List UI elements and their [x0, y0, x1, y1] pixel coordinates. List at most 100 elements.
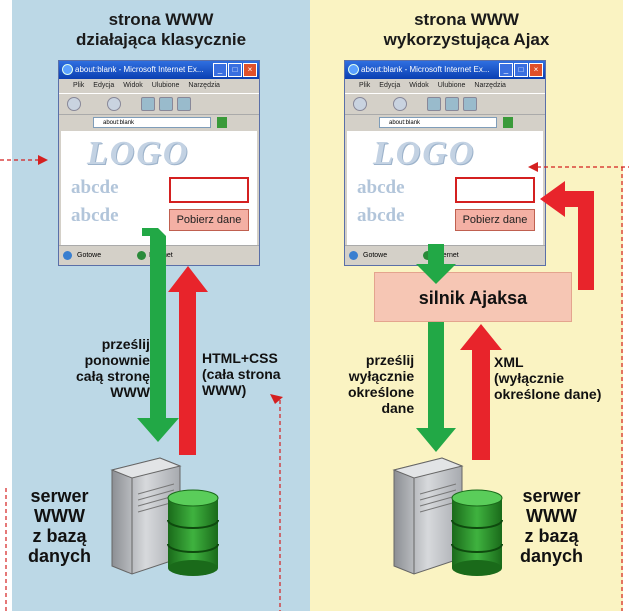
right-database-icon — [451, 489, 503, 576]
browser-addressbar: about:blank — [59, 115, 259, 131]
label-line: danych — [28, 546, 92, 566]
browser-menubar: Plik Edycja Widok Ulubione Narzędzia — [59, 79, 259, 93]
menu-file[interactable]: Plik — [359, 82, 371, 89]
label-line: wyłącznie — [348, 368, 415, 384]
label-line: WWW — [34, 506, 85, 526]
left-request-arrow — [137, 228, 179, 442]
label-line: XML — [494, 354, 524, 370]
label-line: określone dane) — [494, 386, 602, 402]
menu-file[interactable]: Plik — [73, 82, 85, 89]
back-icon[interactable] — [67, 97, 81, 111]
left-dashed-arrowhead — [38, 155, 48, 165]
text-input-box[interactable] — [169, 177, 249, 203]
address-input[interactable]: about:blank — [93, 117, 211, 128]
label-line: (wyłącznie — [494, 370, 565, 386]
home-icon[interactable] — [463, 97, 477, 111]
right-title-line2: wykorzystująca Ajax — [383, 30, 550, 49]
right-dashed-arrowhead — [528, 162, 538, 172]
menu-favorites[interactable]: Ulubione — [151, 82, 180, 89]
label-line: (cała strona — [202, 366, 281, 382]
forward-icon[interactable] — [107, 97, 121, 111]
fetch-data-button[interactable]: Pobierz dane — [169, 209, 249, 231]
browser-content: LOGO abcde abcde Pobierz dane — [61, 131, 257, 245]
browser-toolbar — [59, 93, 259, 115]
label-line: HTML+CSS — [202, 350, 278, 366]
label-line: z bazą — [32, 526, 87, 546]
minimize-icon[interactable]: _ — [499, 63, 513, 77]
browser-titlebar: about:blank - Microsoft Internet Ex... _… — [59, 61, 259, 79]
logo-text: LOGO — [87, 135, 190, 172]
placeholder-text: abcde — [357, 205, 405, 226]
placeholder-text: abcde — [71, 177, 119, 198]
left-request-label: prześlij ponownie całą stronę WWW — [76, 336, 150, 400]
browser-content: LOGO abcde abcde Pobierz dane — [347, 131, 543, 245]
label-line: ponownie — [84, 352, 150, 368]
ie-icon — [62, 64, 73, 75]
browser-menubar: Plik Edycja Widok Ulubione Narzędzia — [345, 79, 545, 93]
menu-tools[interactable]: Narzędzia — [474, 82, 506, 89]
right-response-label: XML (wyłącznie określone dane) — [494, 354, 601, 402]
menu-edit[interactable]: Edycja — [379, 82, 401, 89]
forward-icon[interactable] — [393, 97, 407, 111]
label-line: całą stronę — [76, 368, 150, 384]
left-database-icon — [167, 489, 219, 576]
label-line: prześlij — [365, 352, 415, 368]
status-zone: Internet — [435, 252, 459, 259]
left-server-icon — [110, 457, 182, 575]
ajax-engine-box: silnik Ajaksa — [374, 272, 572, 322]
go-icon[interactable] — [503, 117, 513, 128]
label-line: WWW — [110, 384, 150, 400]
left-browser-window: about:blank - Microsoft Internet Ex... _… — [58, 60, 260, 266]
label-line: prześlij — [101, 336, 150, 352]
go-icon[interactable] — [217, 117, 227, 128]
text-input-box[interactable] — [455, 177, 535, 203]
right-update-arrow — [540, 181, 594, 290]
refresh-icon[interactable] — [445, 97, 459, 111]
page-icon — [63, 251, 72, 260]
internet-icon — [137, 251, 146, 260]
maximize-icon[interactable]: □ — [514, 63, 528, 77]
maximize-icon[interactable]: □ — [228, 63, 242, 77]
menu-view[interactable]: Widok — [409, 82, 429, 89]
close-icon[interactable]: × — [243, 63, 257, 77]
right-browser-window: about:blank - Microsoft Internet Ex... _… — [344, 60, 546, 266]
address-input[interactable]: about:blank — [379, 117, 497, 128]
stop-icon[interactable] — [141, 97, 155, 111]
dashed-guide-lines — [0, 159, 629, 611]
browser-toolbar — [345, 93, 545, 115]
menu-edit[interactable]: Edycja — [93, 82, 115, 89]
back-icon[interactable] — [353, 97, 367, 111]
browser-title-text: about:blank - Microsoft Internet Ex... — [361, 65, 490, 74]
minimize-icon[interactable]: _ — [213, 63, 227, 77]
right-title-line1: strona WWW — [414, 10, 519, 29]
browser-title-text: about:blank - Microsoft Internet Ex... — [75, 65, 204, 74]
right-server-label: serwer WWW z bazą danych — [520, 486, 583, 566]
close-icon[interactable]: × — [529, 63, 543, 77]
middle-dashed-arrowhead — [270, 394, 283, 404]
right-request-label: prześlij wyłącznie określone dane — [348, 352, 414, 416]
fetch-data-button[interactable]: Pobierz dane — [455, 209, 535, 231]
refresh-icon[interactable] — [159, 97, 173, 111]
dashed-arrowheads — [38, 155, 538, 404]
label-line: serwer — [30, 486, 89, 506]
status-left: Gotowe — [77, 252, 102, 259]
page-icon — [349, 251, 358, 260]
ie-icon — [348, 64, 359, 75]
label-line: danych — [520, 546, 584, 566]
left-response-arrow — [168, 266, 208, 455]
label-line: określone — [348, 384, 415, 400]
browser-statusbar: Gotowe Internet — [345, 245, 545, 265]
left-title-line1: strona WWW — [108, 10, 214, 29]
left-response-label: HTML+CSS (cała strona WWW) — [202, 350, 281, 398]
menu-tools[interactable]: Narzędzia — [188, 82, 220, 89]
stop-icon[interactable] — [427, 97, 441, 111]
home-icon[interactable] — [177, 97, 191, 111]
label-line: WWW — [526, 506, 577, 526]
left-title-line2: działająca klasycznie — [75, 30, 247, 49]
left-panel-title: strona WWW działająca klasycznie — [12, 10, 310, 50]
right-panel-title: strona WWW wykorzystująca Ajax — [310, 10, 623, 50]
menu-favorites[interactable]: Ulubione — [437, 82, 466, 89]
menu-view[interactable]: Widok — [123, 82, 143, 89]
right-server-icon — [392, 457, 464, 575]
browser-titlebar: about:blank - Microsoft Internet Ex... _… — [345, 61, 545, 79]
